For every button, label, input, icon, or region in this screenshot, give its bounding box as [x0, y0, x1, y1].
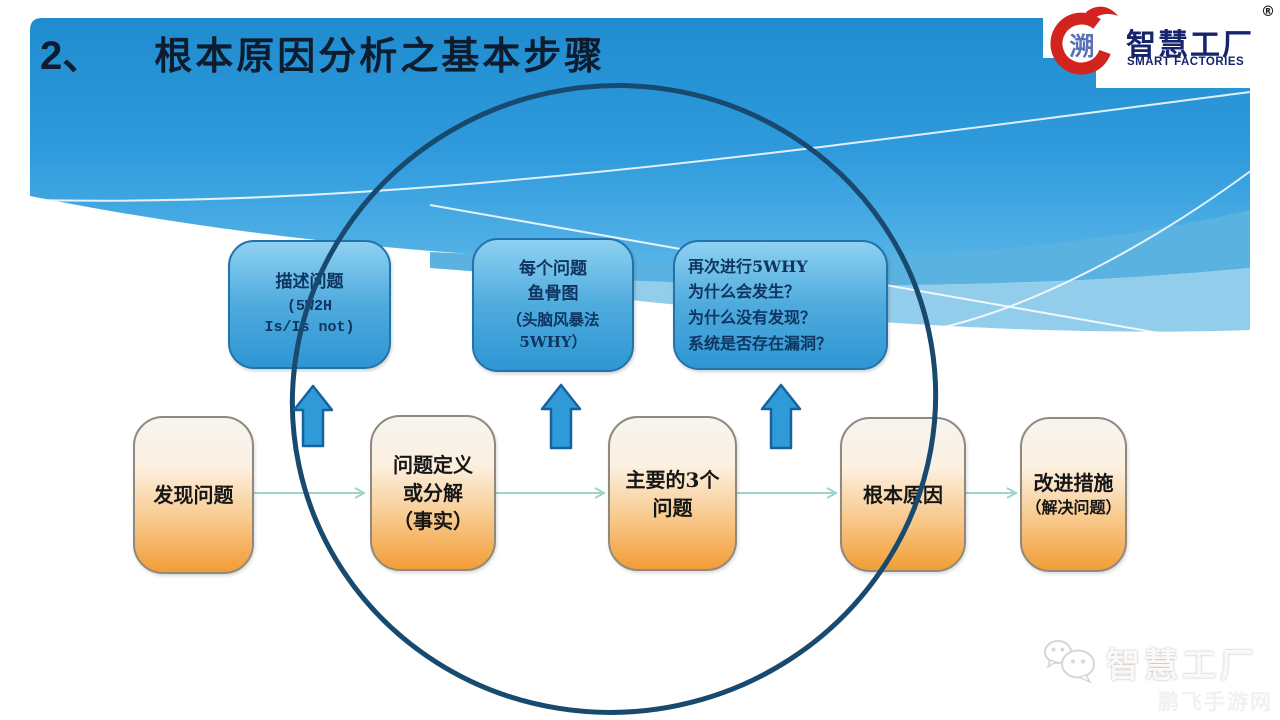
flow-box-line: （事实）: [393, 509, 473, 533]
footer-brand-label: 智慧工厂: [1106, 646, 1258, 686]
flow-box-root-cause: 根本原因: [840, 417, 966, 572]
wechat-icon: [1044, 640, 1095, 684]
brand-emblem-char: 溯: [1069, 32, 1094, 61]
flow-box-improvement: 改进措施 （解决问题）: [1020, 417, 1127, 572]
method-box-line: (5W2H: [286, 297, 332, 315]
method-box-line: 为什么没有发现？: [688, 308, 817, 327]
flow-box-main-3-problems: 主要的3个 问题: [608, 416, 737, 571]
brand-tagline: SMART FACTORIES: [1127, 56, 1245, 68]
brand-panel-bg2: [1096, 0, 1280, 88]
flow-box-line: 发现问题: [153, 483, 234, 507]
method-box-line: 再次进行5WHY: [688, 256, 808, 276]
method-box-describe-problem: 描述问题 (5W2H Is/Is not): [228, 240, 391, 369]
watermark-text: 鹏飞手游网: [1158, 690, 1273, 714]
slide-title: 2、 根本原因分析之基本步骤: [40, 24, 605, 80]
method-box-line: （头脑风暴法: [506, 309, 600, 329]
flow-box-line: 主要的3个: [625, 467, 720, 492]
method-box-line: 为什么会发生？: [688, 282, 801, 302]
flow-box-line: 问题定义: [393, 453, 473, 477]
flow-box-line: 改进措施: [1033, 471, 1114, 496]
flow-box-find-problem: 发现问题: [133, 416, 254, 574]
method-box-line: 5WHY）: [519, 332, 587, 351]
registered-mark: ®: [1261, 4, 1275, 20]
method-box-line: 鱼骨图: [527, 284, 579, 305]
method-box-line: Is/Is not): [264, 319, 355, 337]
method-box-fishbone: 每个问题 鱼骨图 （头脑风暴法 5WHY）: [472, 238, 634, 372]
method-box-line: 描述问题: [275, 272, 344, 292]
brand-emblem-icon: 溯: [1050, 6, 1118, 75]
title-text: 根本原因分析之基本步骤: [154, 35, 606, 78]
flow-box-line: 或分解: [403, 481, 463, 505]
flow-box-define-problem: 问题定义 或分解 （事实）: [370, 415, 496, 571]
flow-box-line: 根本原因: [863, 482, 943, 507]
title-number: 2、: [40, 34, 103, 78]
flow-box-line: （解决问题）: [1025, 498, 1122, 518]
brand-name: 智慧工厂: [1126, 28, 1254, 63]
method-box-line: 系统是否存在漏洞？: [688, 333, 833, 353]
flow-box-line: 问题: [652, 495, 693, 520]
method-box-5why: 再次进行5WHY 为什么会发生？ 为什么没有发现？ 系统是否存在漏洞？: [673, 240, 888, 370]
method-box-line: 每个问题: [519, 258, 587, 279]
